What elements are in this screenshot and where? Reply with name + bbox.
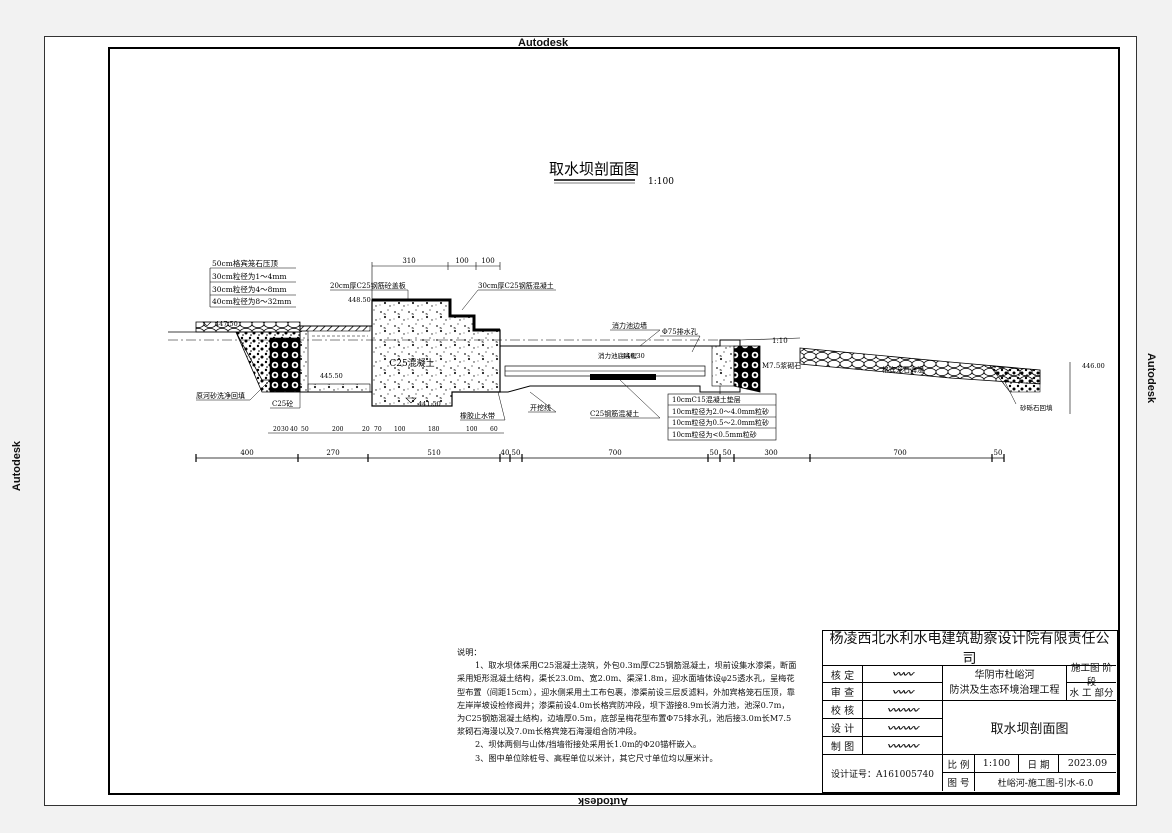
elev-448: 448.50 <box>348 296 371 304</box>
note-1: 1、取水坝体采用C25混凝土浇筑，外包0.3m厚C25钢筋混凝土，坝前设集水渗渠… <box>457 660 797 737</box>
sdim-9: 180 <box>428 426 440 433</box>
sdim-1: 20 <box>273 426 281 433</box>
dim-4: 40 <box>501 449 510 457</box>
top-dim-2: 100 <box>455 257 468 265</box>
part-label: 水 工 部分 <box>1067 683 1116 701</box>
label-c25: C25砼 <box>272 399 293 408</box>
stack-label-3: 30cm粒径为4～8mm <box>212 284 287 294</box>
dim-2: 270 <box>326 449 339 457</box>
elev-447: 447.50 <box>215 320 238 328</box>
label-rc-30: 30cm厚C25钢筋混凝土 <box>478 281 554 290</box>
notes-heading: 说明： <box>457 647 482 657</box>
stack-label-2: 30cm粒径为1～4mm <box>212 271 287 281</box>
dim-10: 700 <box>893 449 906 457</box>
dim-5: 50 <box>512 449 521 457</box>
scale-label: 比 例 <box>943 755 975 773</box>
sdim-3: 40 <box>290 426 298 433</box>
sdim-7: 70 <box>374 426 382 433</box>
elev-446-3: 446.30 <box>622 352 645 360</box>
layer-1: 10cmC15混凝土垫层 <box>672 395 741 404</box>
label-gravel-backfill: 砂砾石回填 <box>1020 403 1053 412</box>
drawing-title: 取水坝剖面图 <box>549 160 639 178</box>
elev-446: 446.00 <box>1082 362 1105 370</box>
stack-label-1: 50cm格宾笼石压顶 <box>212 258 278 268</box>
project-line-2: 防洪及生态环境治理工程 <box>949 685 1060 696</box>
role-review: 审 查 <box>823 683 863 701</box>
label-backfill: 原河砂洗净回填 <box>196 391 245 400</box>
signature-draw: 〰〰〰 <box>863 737 943 755</box>
scale-value: 1:100 <box>975 755 1019 773</box>
design-cert: 设计证号：A161005740 <box>823 755 943 791</box>
label-cover-plate: 20cm厚C25钢筋砼盖板 <box>330 281 406 290</box>
note-2: 2、坝体两侧与山体/挡墙衔接处采用长1.0m的Φ20锚杆嵌入。 <box>475 739 702 750</box>
title-block: 杨凌西北水利水电建筑勘察设计院有限责任公司 核 定 审 查 校 核 设 计 制 … <box>822 630 1118 793</box>
note-3: 3、图中单位除桩号、高程单位以米计，其它尺寸单位均以厘米计。 <box>475 752 718 763</box>
dim-3: 510 <box>427 449 440 457</box>
role-design: 设 计 <box>823 719 863 737</box>
sheet-title: 取水坝剖面图 <box>943 701 1116 755</box>
role-approve: 核 定 <box>823 666 863 683</box>
elev-445: 445.50 <box>320 372 343 380</box>
layer-3: 10cm粒径为0.5～2.0mm粒砂 <box>672 418 769 427</box>
sdim-4: 50 <box>301 426 309 433</box>
date-label: 日 期 <box>1019 755 1059 773</box>
label-stilling-wall: 消力池边墙 <box>612 321 647 330</box>
stilling-bottom: 消力池底高程 <box>598 351 638 360</box>
label-gabion-apron: 格宾笼石海漫 <box>882 365 924 374</box>
layer-2: 10cm粒径为2.0～4.0mm粒砂 <box>672 407 769 416</box>
stage-label: 施工图 阶段 <box>1067 663 1116 688</box>
drawing-frame <box>108 47 1120 795</box>
dim-1: 400 <box>240 449 253 457</box>
sdim-8: 100 <box>394 426 406 433</box>
design-notes: 说明： 1、取水坝体采用C25混凝土浇筑，外包0.3m厚C25钢筋混凝土，坝前设… <box>457 646 797 765</box>
drawing-scale: 1:100 <box>648 177 674 187</box>
stack-label-4: 40cm粒径为8～32mm <box>212 296 291 306</box>
sdim-5: 200 <box>332 426 344 433</box>
signature-design: 〰〰〰 <box>863 719 943 737</box>
slope-label: 1:10 <box>772 337 788 345</box>
sdim-10: 100 <box>466 426 478 433</box>
role-check: 校 核 <box>823 701 863 719</box>
sdim-2: 30 <box>281 426 289 433</box>
dim-6: 700 <box>608 449 621 457</box>
signature-approve: 〰〰 <box>863 666 943 683</box>
watermark-top: Autodesk <box>518 37 569 49</box>
layer-4: 10cm粒径为<0.5mm粒砂 <box>672 430 757 439</box>
dim-9: 300 <box>764 449 777 457</box>
top-dim-1: 310 <box>402 257 415 265</box>
label-drain-hole: Φ75排水孔 <box>662 327 698 336</box>
sdim-6: 20 <box>362 426 370 433</box>
signature-check: 〰〰〰 <box>863 701 943 719</box>
dim-8: 50 <box>723 449 732 457</box>
dim-11: 50 <box>994 449 1003 457</box>
label-rc-c25: C25钢筋混凝土 <box>590 409 639 418</box>
label-riprap: M7.5浆砌石 <box>762 361 801 370</box>
project-name: 华阴市杜峪河 防洪及生态环境治理工程 <box>943 666 1067 701</box>
signature-review: 〰〰 <box>863 683 943 701</box>
label-waterstop: 橡胶止水带 <box>460 411 495 420</box>
top-dim-3: 100 <box>481 257 494 265</box>
company-name: 杨凌西北水利水电建筑勘察设计院有限责任公司 <box>823 631 1116 667</box>
dim-7: 50 <box>710 449 719 457</box>
sdim-11: 60 <box>490 426 498 433</box>
elev-441: 441.50 <box>418 400 441 408</box>
number-label: 图 号 <box>943 773 975 791</box>
date-value: 2023.09 <box>1059 755 1116 773</box>
project-line-1: 华阴市杜峪河 <box>974 670 1035 681</box>
drawing-number: 杜峪河-施工图-引水-6.0 <box>997 778 1094 789</box>
role-draw: 制 图 <box>823 737 863 755</box>
label-excavation: 开挖线 <box>530 403 551 412</box>
label-c25-concrete: C25混凝土 <box>389 357 434 369</box>
drawing-sheet <box>44 36 1137 806</box>
